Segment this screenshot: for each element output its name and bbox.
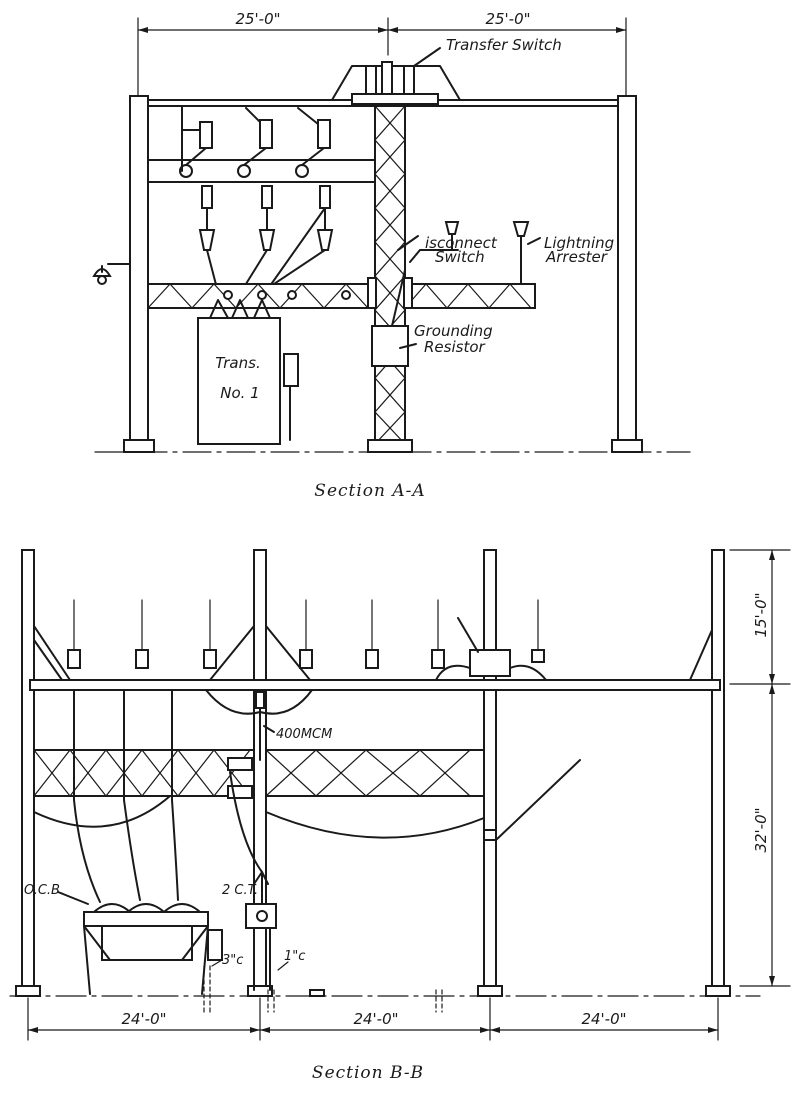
conduit-3-label: 3"c [222,953,243,968]
left-column [123,95,155,453]
transfer-switch: Transfer Switch [331,36,562,105]
disconnect-switch: isconnect Switch [397,221,498,266]
transfer-switch-label: Transfer Switch [446,36,562,54]
upper-crossarm [147,159,376,183]
vertical-dimensions: 15'-0" 32'-0" [729,549,791,987]
conduit-1-label: 1"c [284,949,305,964]
oil-circuit-breaker: O.C.B. [24,883,223,995]
top-beam [29,625,721,691]
dimension-bay-2: 24'-0" [353,1010,398,1028]
dimension-left-label: 25'-0" [235,10,280,28]
cable-label: 400MCM [276,727,332,742]
section-b-title: Section B-B [312,1063,424,1083]
disconnect-switch-label-2: Switch [435,248,485,266]
drop-insulators [198,185,334,301]
section-b-b: 400MCM [9,549,791,1083]
right-column [611,95,643,453]
upper-insulators [181,105,331,172]
dimension-upper-label: 15'-0" [752,592,770,637]
dimension-right-label: 25'-0" [485,10,530,28]
grounding-resistor-label: Grounding [414,322,493,340]
grounding-resistor: Grounding Resistor [371,269,493,367]
transformer-label: Trans. [215,354,260,372]
lower-truss [147,277,536,309]
grounding-resistor-label-2: Resistor [424,338,486,356]
conduits: 3"c 1"c [203,949,443,1013]
bottom-dimensions: 24'-0" 24'-0" 24'-0" [27,997,719,1041]
transformer: Trans. No. 1 [197,299,299,445]
ocb-label: O.C.B. [24,883,64,898]
disconnect-switch-label: isconnect [425,234,498,252]
current-transformer: 2 C.T. [222,871,277,991]
dimension-bay-1: 24'-0" [121,1010,166,1028]
cable-400mcm: 400MCM [205,689,332,761]
lightning-arrester: Lightning Arrester [512,221,614,285]
lightning-arrester-label: Lightning [544,234,614,252]
section-a-dimension: 25'-0" 25'-0" [137,10,627,96]
ocb-leads [73,689,263,903]
transformer-label-2: No. 1 [220,384,259,402]
ct-label: 2 C.T. [222,883,258,898]
lamp-icon [92,263,131,285]
mid-truss [33,749,581,841]
dimension-lower-label: 32'-0" [752,807,770,852]
dimension-bay-3: 24'-0" [581,1010,626,1028]
bus-insulators [67,599,547,681]
section-a-a: 25'-0" 25'-0" [92,10,691,501]
lattice-column [367,105,413,453]
lightning-arrester-label-2: Arrester [545,248,608,266]
section-a-title: Section A-A [314,481,425,501]
